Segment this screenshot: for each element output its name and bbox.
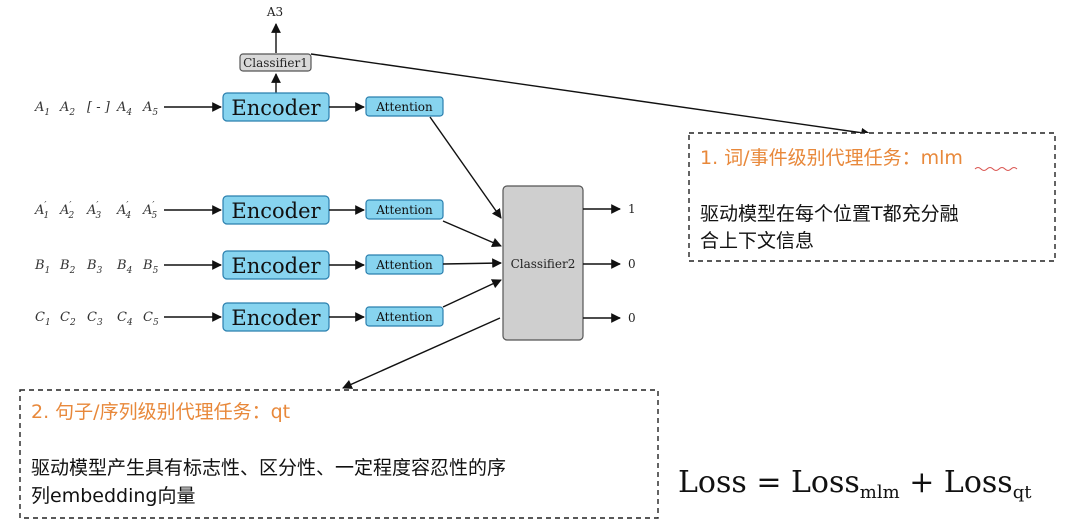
encoder-1-label: Encoder [231, 96, 321, 120]
token-r3-c3: B3 [86, 258, 103, 276]
top-output-label: A3 [266, 5, 283, 19]
task2-body-line-1: 驱动模型产生具有标志性、区分性、一定程度容忍性的序 [31, 457, 506, 479]
task1-keyword: mlm [921, 147, 963, 169]
token-r2-c3: A′3 [86, 201, 101, 221]
token-r2-c1: A′1 [34, 201, 49, 221]
loss-formula: Loss = Lossmlm + Lossqt [678, 465, 1032, 503]
encoder-2-label: Encoder [231, 199, 321, 223]
encoder-4: Encoder [222, 302, 330, 332]
task1-title: 1. 词/事件级别代理任务：mlm [700, 147, 963, 169]
classifier2-label: Classifier2 [511, 257, 576, 271]
output-value-1: 1 [628, 202, 636, 216]
token-r4-c2: C2 [60, 310, 76, 328]
output-value-2: 0 [628, 257, 636, 271]
token-r3-c4: B4 [116, 258, 133, 276]
attention-1-label: Attention [375, 100, 433, 114]
classifier2-node: Classifier2 [502, 185, 584, 341]
attention3-to-classifier2-arrow [442, 258, 502, 269]
classifier1-node: Classifier1 [239, 53, 312, 72]
token-r4-c5: C5 [143, 310, 159, 328]
attention-1: Attention [365, 96, 444, 117]
encoder-1: Encoder [222, 92, 330, 122]
attention4-to-classifier2-arrow [442, 279, 502, 308]
token-r2-c4: A′4 [116, 201, 131, 221]
output-value-3: 0 [628, 311, 636, 325]
token-r1-c4: A4 [116, 100, 132, 118]
encoder-2: Encoder [222, 195, 330, 225]
spellcheck-underline [974, 167, 1018, 171]
token-r4-c1: C1 [35, 310, 51, 328]
token-r2-c5: A′5 [142, 201, 157, 221]
task2-title: 2. 句子/序列级别代理任务：qt [31, 401, 290, 423]
attention2-to-classifier2-arrow [442, 220, 502, 248]
classifier2-to-task2-arrow [342, 317, 501, 389]
attention-2-label: Attention [375, 203, 433, 217]
input-sequences: A1 A2 [ - ] A4 A5A′1 A′2 A′3 A′4 A′5B1 B2 B3 B4 B5C1… [34, 100, 159, 328]
token-r2-c2: A′2 [59, 201, 74, 221]
token-r1-c2: A2 [59, 100, 75, 118]
task1-body-line-2: 合上下文信息 [700, 230, 814, 252]
attention-3-label: Attention [375, 258, 433, 272]
classifier1-label: Classifier1 [243, 56, 308, 70]
task1-body-line-1: 驱动模型在每个位置T都充分融 [700, 203, 959, 225]
attention-3: Attention [365, 254, 444, 275]
task2-body-line-2: 列embedding向量 [31, 485, 195, 507]
task2-box: 2. 句子/序列级别代理任务：qt 驱动模型产生具有标志性、区分性、一定程度容忍… [19, 389, 659, 519]
attention-2: Attention [365, 199, 444, 220]
attention-4: Attention [365, 306, 444, 327]
token-r3-c5: B5 [142, 258, 159, 276]
token-r3-c2: B2 [59, 258, 76, 276]
attention-4-label: Attention [375, 310, 433, 324]
token-r1-c3: [ - ] [87, 100, 111, 115]
token-r1-c1: A1 [34, 100, 50, 118]
classifier1-to-task1-arrow [310, 53, 871, 138]
encoder-3: Encoder [222, 250, 330, 280]
token-r1-c5: A5 [142, 100, 158, 118]
token-r3-c1: B1 [34, 258, 50, 276]
token-r4-c3: C3 [87, 310, 103, 328]
attention1-to-classifier2-arrow [429, 116, 502, 219]
encoder-4-label: Encoder [231, 306, 321, 330]
encoder-3-label: Encoder [231, 254, 321, 278]
token-r4-c4: C4 [117, 310, 133, 328]
task1-box: 1. 词/事件级别代理任务：mlm 驱动模型在每个位置T都充分融 合上下文信息 [688, 132, 1056, 262]
